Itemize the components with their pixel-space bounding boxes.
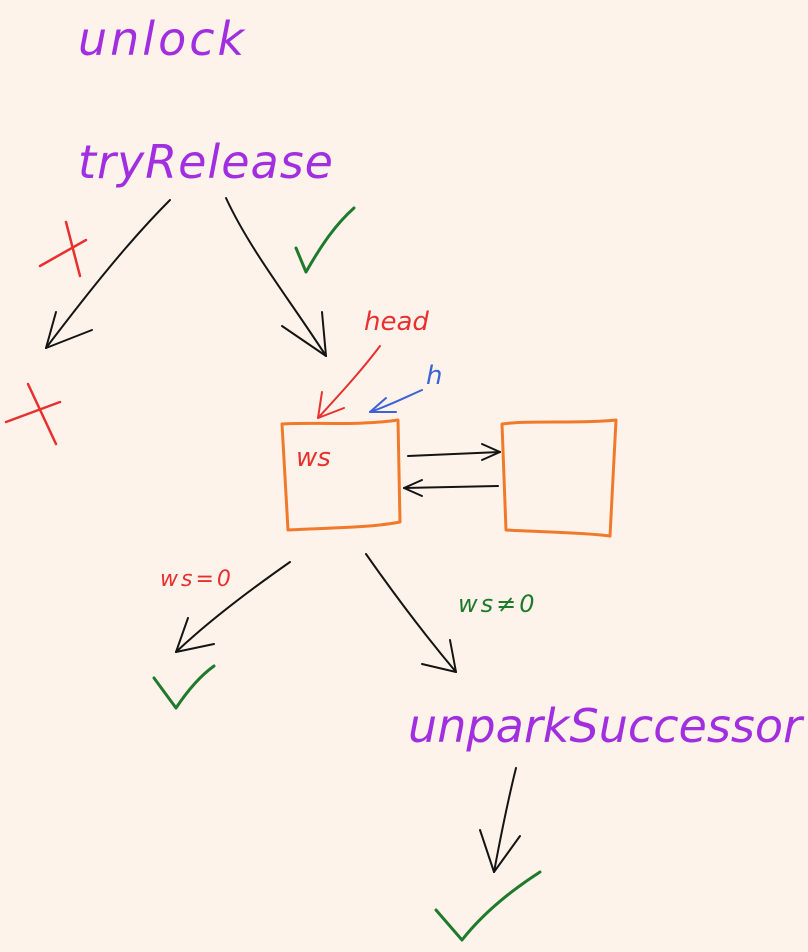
- check-mark-2-icon: [152, 664, 216, 710]
- arrow-tryrelease-fail: [45, 199, 171, 349]
- label-h: h: [426, 361, 442, 391]
- label-ws-ne-0: ws≠0: [458, 590, 538, 618]
- node-head: [280, 418, 402, 532]
- cross-mark-2-icon: [4, 382, 62, 446]
- arrow-h-pointer: [369, 389, 423, 413]
- label-head: head: [364, 307, 429, 337]
- label-unpark-successor: unparkSuccessor: [408, 699, 805, 753]
- cross-mark-1-icon: [38, 220, 88, 278]
- label-tryrelease: tryRelease: [78, 135, 334, 189]
- label-ws: ws: [296, 443, 331, 473]
- arrow-head-pointer: [317, 345, 381, 419]
- check-mark-3-icon: [434, 870, 542, 942]
- arrow-ws-eq-0: [175, 561, 291, 653]
- arrow-next: [407, 443, 501, 461]
- label-ws-eq-0: ws=0: [160, 567, 234, 592]
- arrow-ws-ne-0: [365, 553, 457, 673]
- node-successor: [500, 418, 618, 538]
- check-mark-1-icon: [294, 206, 356, 274]
- arrow-prev: [403, 479, 499, 497]
- label-unlock: unlock: [78, 12, 247, 66]
- arrow-unpark-result: [479, 767, 521, 873]
- arrow-tryrelease-success: [225, 197, 327, 357]
